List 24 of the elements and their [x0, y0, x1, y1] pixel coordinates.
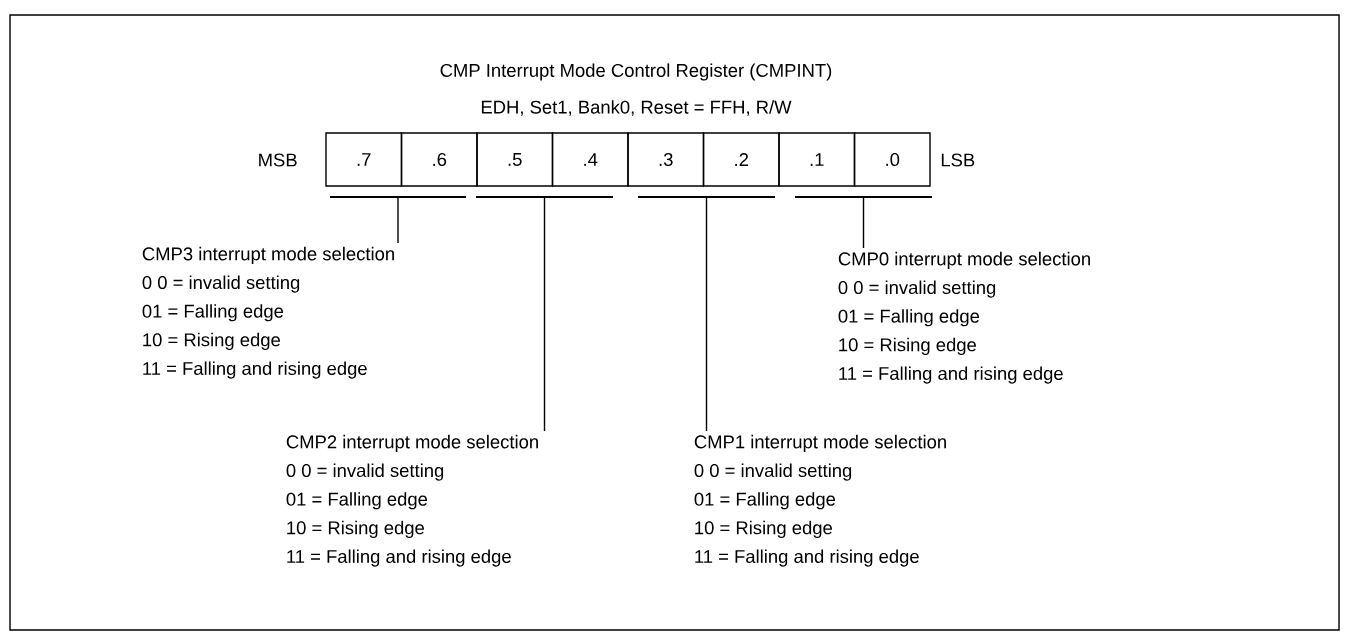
bit-cell: .1 [778, 132, 856, 187]
label-text: EDH, Set1, Bank0, Reset = FFH, R/W [481, 100, 792, 116]
bracket-line [638, 195, 775, 199]
leader-line [543, 196, 546, 432]
bit-cell: .2 [702, 132, 780, 187]
bit-cell: .5 [476, 132, 554, 187]
leader-line [862, 196, 865, 249]
label-text: MSB [259, 153, 297, 167]
title: CMP Interrupt Mode Control Register (CMPINT) [440, 63, 832, 81]
bracket-line [476, 195, 613, 199]
bracket-line [330, 195, 466, 199]
bit-cell: .3 [627, 132, 705, 187]
mode-description: CMP0 interrupt mode selection 0 0 = invalid setting 01 = Falling edge 10 = Rising edge 11 = Falling and rising edge [838, 251, 1090, 384]
bracket-line [795, 195, 932, 199]
label-text: LSB [941, 153, 975, 167]
bit-cell: .0 [853, 132, 931, 187]
mode-description: CMP3 interrupt mode selection 0 0 = invalid setting 01 = Falling edge 10 = Rising edge 11 = Falling and rising edge [142, 246, 394, 379]
bit-cell: .7 [325, 132, 403, 187]
leader-line [397, 196, 399, 244]
mode-description: CMP1 interrupt mode selection 0 0 = invalid setting 01 = Falling edge 10 = Rising edge 11 = Falling and rising edge [694, 434, 946, 567]
mode-description: CMP2 interrupt mode selection 0 0 = invalid setting 01 = Falling edge 10 = Rising edge 11 = Falling and rising edge [286, 434, 538, 567]
leader-line [705, 196, 708, 432]
bit-cell: .6 [400, 132, 478, 187]
bit-cell: .4 [551, 132, 629, 187]
